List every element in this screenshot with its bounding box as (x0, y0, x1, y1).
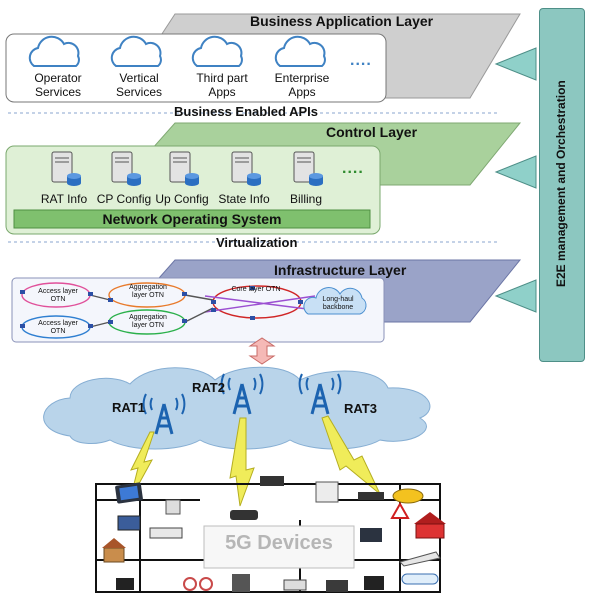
control-layer-title: Control Layer (326, 124, 418, 140)
server-up-config: Up Config (155, 192, 209, 206)
control-more-dots: .... (342, 160, 364, 177)
server-icon (293, 151, 323, 186)
arrow-business-icon (494, 47, 537, 81)
service-third-party: Third part Apps (196, 71, 248, 99)
device-icons (102, 476, 446, 592)
service-operator: Operator Services (34, 71, 82, 99)
arrow-control-icon (494, 155, 537, 189)
arrow-infra-icon (494, 279, 537, 313)
antenna-icon (142, 393, 186, 435)
antenna-icon (298, 373, 342, 415)
rat1-label: RAT1 (112, 400, 145, 415)
ring-label: Aggregation layer OTN (129, 314, 167, 329)
service-enterprise: Enterprise Apps (274, 71, 330, 99)
ring-label: Core layer OTN (231, 286, 281, 293)
server-billing: Billing (289, 192, 322, 206)
apis-label: Business Enabled APIs (174, 104, 319, 119)
business-layer-title: Business Application Layer (250, 13, 434, 29)
cloud-icon (28, 35, 80, 67)
rat2-label: RAT2 (192, 380, 225, 395)
cloud-icon (191, 35, 243, 67)
server-icon (51, 151, 81, 186)
cloud-icon (274, 35, 326, 67)
server-icon (169, 151, 199, 186)
virtualization-label: Virtualization (216, 235, 298, 250)
rat3-label: RAT3 (344, 401, 377, 416)
double-arrow-icon (248, 337, 276, 365)
server-state-info: State Info (218, 192, 270, 206)
backbone-cloud-icon (303, 287, 367, 315)
lightning-icon (321, 415, 381, 495)
nos-bar (13, 209, 371, 229)
server-cp-config: CP Config (96, 192, 152, 206)
ring-label: Access layer OTN (38, 320, 78, 335)
antenna-icon (220, 373, 264, 415)
server-icon (111, 151, 141, 186)
infrastructure-card (11, 277, 385, 343)
ring-label: Aggregation layer OTN (129, 284, 167, 299)
e2e-label: E2E management and Orchestration (554, 80, 568, 288)
server-icon (231, 151, 261, 186)
business-more-dots: .... (350, 52, 372, 69)
cloud-icon (110, 35, 162, 67)
server-rat-info: RAT Info (40, 192, 88, 206)
devices-box (203, 525, 355, 569)
infrastructure-layer-title: Infrastructure Layer (274, 262, 407, 278)
nos-label: Network Operating System (102, 211, 282, 227)
devices-label: 5G Devices (225, 532, 333, 554)
ring-label: Long-haul backbone (322, 296, 354, 311)
service-vertical: Vertical Services (115, 71, 162, 99)
e2e-panel (539, 8, 585, 362)
network-nodes (20, 286, 303, 328)
ring-label: Access layer OTN (38, 288, 78, 303)
